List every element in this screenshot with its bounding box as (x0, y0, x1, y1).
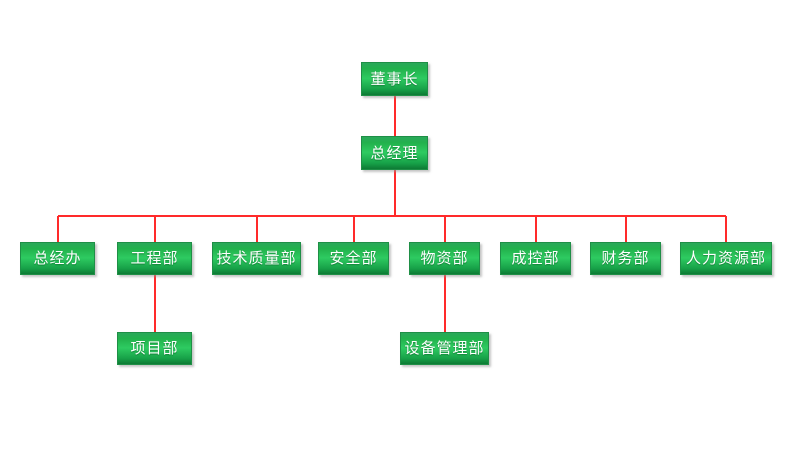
connector-bus-to-engineering (154, 216, 156, 242)
connector-materials-to-equipment (444, 275, 446, 332)
node-safety-label: 安全部 (329, 249, 378, 267)
node-project-dept-label: 项目部 (130, 339, 179, 357)
node-equipment-management[interactable]: 设备管理部 (400, 332, 489, 365)
node-materials[interactable]: 物资部 (409, 242, 480, 275)
node-finance[interactable]: 财务部 (590, 242, 661, 275)
node-general-manager-label: 总经理 (370, 143, 419, 162)
connector-bus-to-safety (353, 216, 355, 242)
node-tech-quality[interactable]: 技术质量部 (212, 242, 301, 275)
node-human-resources-label: 人力资源部 (685, 249, 766, 267)
connector-gm-to-bus (394, 170, 396, 216)
connector-horizontal-bus (58, 215, 726, 217)
connector-bus-to-cost-control (535, 216, 537, 242)
node-chairman[interactable]: 董事长 (361, 62, 428, 96)
connector-bus-to-gm-office (57, 216, 59, 242)
node-engineering[interactable]: 工程部 (117, 242, 192, 275)
node-equipment-management-label: 设备管理部 (404, 339, 485, 357)
node-gm-office[interactable]: 总经办 (20, 242, 95, 275)
node-safety[interactable]: 安全部 (318, 242, 389, 275)
connector-bus-to-human-resources (725, 216, 727, 242)
connector-bus-to-finance (625, 216, 627, 242)
connector-chairman-to-gm (394, 96, 396, 136)
node-general-manager[interactable]: 总经理 (361, 136, 428, 170)
node-finance-label: 财务部 (601, 249, 650, 267)
node-chairman-label: 董事长 (370, 69, 419, 88)
connector-engineering-to-project (154, 275, 156, 332)
connector-bus-to-tech-quality (256, 216, 258, 242)
node-materials-label: 物资部 (420, 249, 469, 267)
node-tech-quality-label: 技术质量部 (216, 249, 297, 267)
node-human-resources[interactable]: 人力资源部 (680, 242, 772, 275)
node-engineering-label: 工程部 (130, 249, 179, 267)
node-cost-control-label: 成控部 (511, 249, 560, 267)
node-gm-office-label: 总经办 (33, 249, 82, 267)
node-project-dept[interactable]: 项目部 (117, 332, 192, 365)
connector-bus-to-materials (444, 216, 446, 242)
node-cost-control[interactable]: 成控部 (500, 242, 571, 275)
